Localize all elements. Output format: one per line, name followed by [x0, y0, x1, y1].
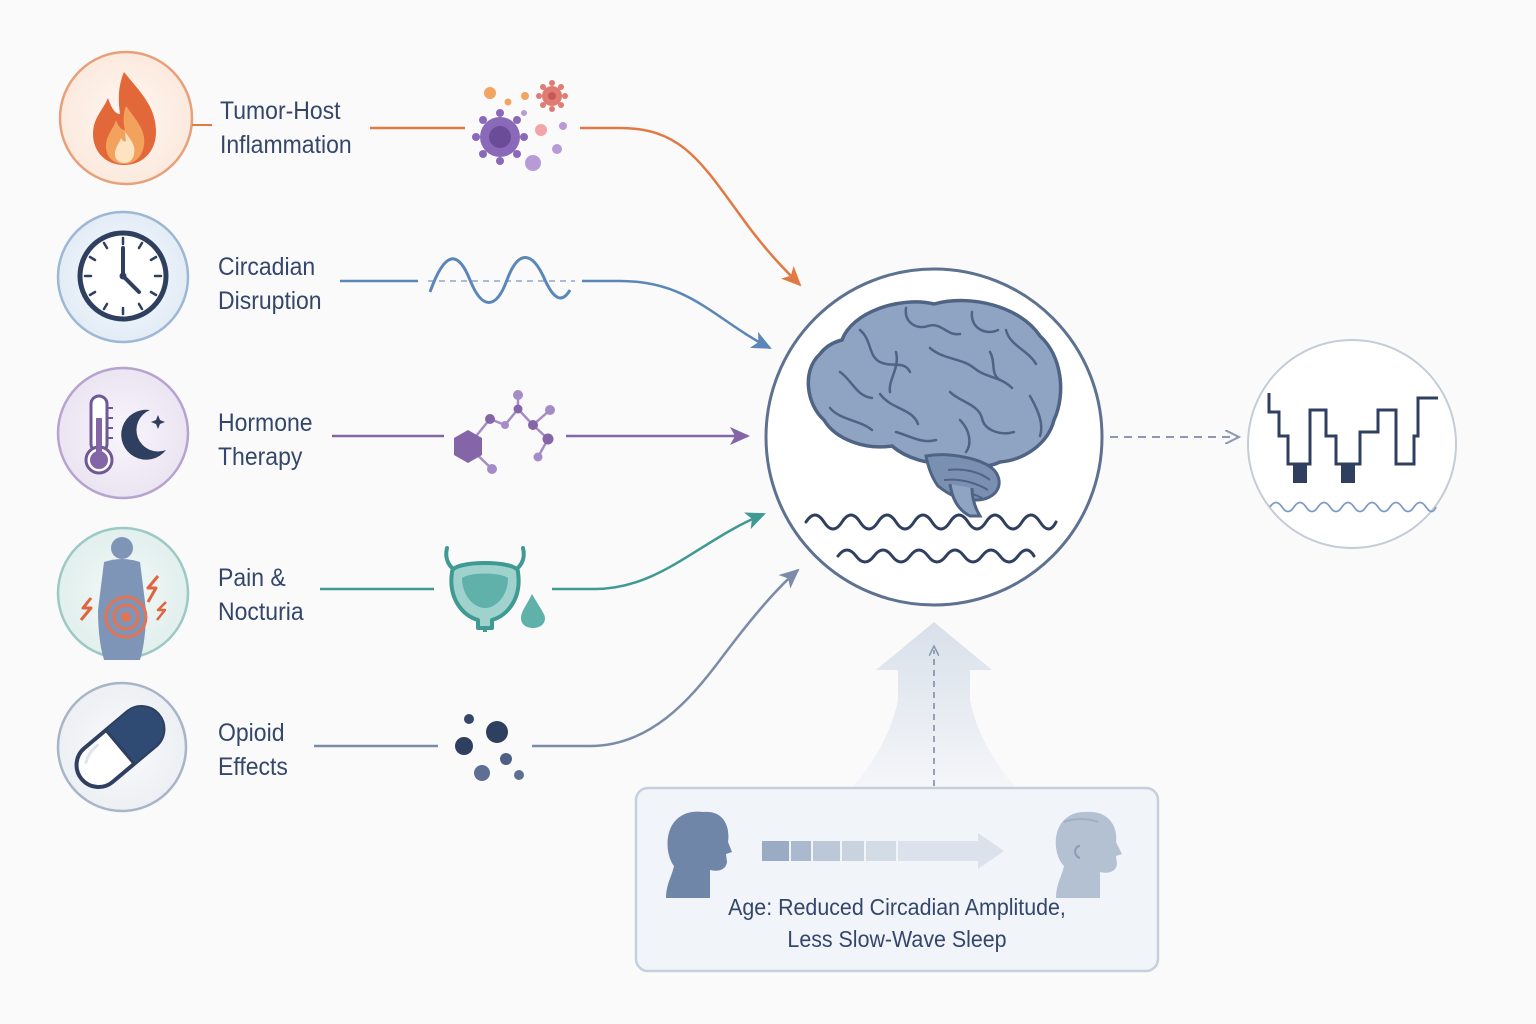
label-pain: Pain & Nocturia [218, 561, 304, 629]
label-inflammation-line2: Inflammation [220, 131, 352, 159]
sine-wave-icon [428, 256, 575, 304]
label-circadian: Circadian Disruption [218, 250, 322, 318]
age-upward-arrow [852, 622, 1016, 788]
label-opioid: Opioid Effects [218, 716, 288, 784]
label-hormone-line1: Hormone [218, 409, 313, 437]
clock-icon [56, 210, 190, 344]
age-box [634, 786, 1160, 973]
older-head-icon [1055, 811, 1122, 898]
age-progression-bar [762, 833, 1004, 869]
label-opioid-line2: Effects [218, 753, 288, 781]
age-caption: Age: Reduced Circadian Amplitude, Less S… [636, 891, 1158, 955]
label-inflammation: Tumor-Host Inflammation [220, 94, 352, 162]
label-hormone-line2: Therapy [218, 443, 303, 471]
flame-icon [58, 50, 194, 186]
capsule-icon [56, 681, 188, 813]
label-hormone: Hormone Therapy [218, 406, 313, 474]
brain-icon [806, 298, 1063, 518]
young-head-icon [666, 811, 732, 898]
label-pain-line1: Pain & [218, 564, 286, 592]
label-opioid-line1: Opioid [218, 719, 285, 747]
molecule-icon [454, 390, 555, 474]
bladder-drop-icon [444, 546, 545, 632]
age-caption-line1: Age: Reduced Circadian Amplitude, [728, 894, 1066, 920]
age-caption-line2: Less Slow-Wave Sleep [787, 926, 1007, 952]
cytokine-cluster-icon [472, 80, 568, 171]
thermometer-moon-icon [56, 366, 190, 500]
body-pain-icon [56, 526, 190, 660]
brain-waves [804, 513, 1058, 564]
label-inflammation-line1: Tumor-Host [220, 97, 341, 125]
label-circadian-line1: Circadian [218, 253, 316, 281]
opioid-dots-icon [455, 714, 524, 781]
label-circadian-line2: Disruption [218, 287, 322, 315]
label-pain-line2: Nocturia [218, 598, 304, 626]
hypnogram-icon [1267, 393, 1438, 513]
